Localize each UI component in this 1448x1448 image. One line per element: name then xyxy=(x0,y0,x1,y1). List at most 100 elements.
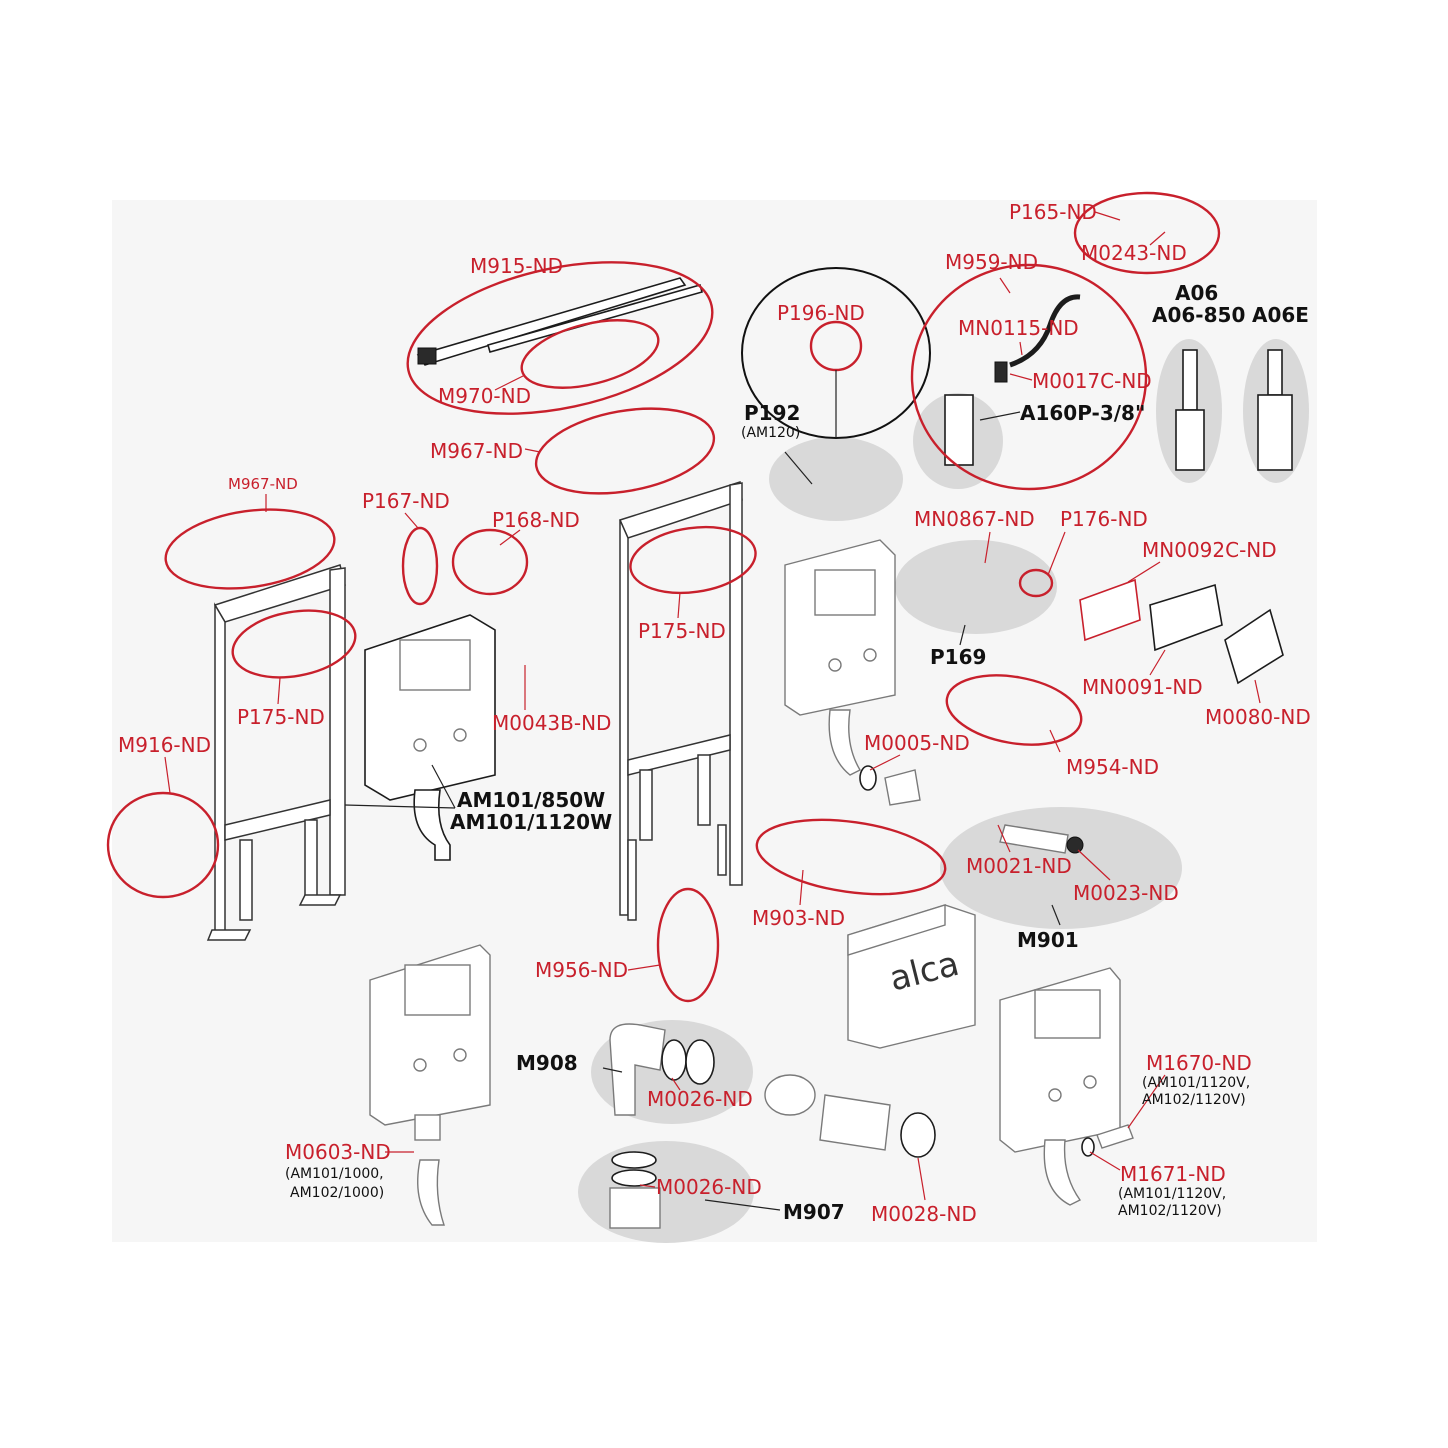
cistern-center xyxy=(784,539,896,776)
cistern-am101-1120v xyxy=(999,967,1121,1206)
label-mn0867: MN0867-ND xyxy=(914,507,1035,531)
label-p169: P169 xyxy=(930,645,986,669)
label-mn0091: MN0091-ND xyxy=(1082,675,1203,699)
cistern-am101-850w xyxy=(364,614,496,861)
mn0091-leader xyxy=(1149,649,1166,676)
label-m907: M907 xyxy=(783,1200,845,1224)
label-am101-850w: AM101/850W xyxy=(457,788,605,812)
label-a06: A06 xyxy=(1175,281,1218,305)
label-m0603-note-1: (AM101/1000, xyxy=(285,1166,384,1182)
label-m1671-note-2: AM102/1120V) xyxy=(1118,1203,1222,1219)
m0028-pipe xyxy=(764,1074,936,1158)
label-m1670-note-2: AM102/1120V) xyxy=(1142,1092,1246,1108)
label-m0080: M0080-ND xyxy=(1205,705,1311,729)
m0005-pipe xyxy=(859,765,921,806)
m908-bend xyxy=(609,1023,715,1116)
label-m1670: M1670-ND xyxy=(1146,1051,1252,1075)
m956-ring xyxy=(656,887,720,1003)
mn0092c-frame xyxy=(1079,578,1141,642)
m967-leader xyxy=(524,448,541,453)
mn0092c-leader xyxy=(1127,561,1161,583)
label-a06e: A06E xyxy=(1252,303,1309,327)
label-a06-850: A06-850 xyxy=(1152,303,1245,327)
m0028-leader xyxy=(917,1157,926,1201)
a160p-fill-valve xyxy=(944,294,1081,466)
label-m954: M954-ND xyxy=(1066,755,1159,779)
m0243-leader xyxy=(1149,231,1166,246)
label-m908: M908 xyxy=(516,1051,578,1075)
m0026-a-leader xyxy=(671,1077,681,1091)
m959-ring xyxy=(910,263,1148,491)
a160p-leader xyxy=(979,411,1021,421)
m901-leader xyxy=(1051,904,1061,926)
p175-left-ring xyxy=(231,609,357,679)
am101-leader-cistern xyxy=(431,764,456,809)
p175-mid-ring xyxy=(629,525,757,595)
m908-leader xyxy=(602,1067,623,1073)
label-m916: M916-ND xyxy=(118,733,211,757)
label-m0023: M0023-ND xyxy=(1073,881,1179,905)
label-mn0092c: MN0092C-ND xyxy=(1142,538,1277,562)
m0021-pipe xyxy=(999,824,1069,854)
p175-left-leader xyxy=(277,677,281,705)
am101-leader-frame xyxy=(344,804,456,809)
p168-leader xyxy=(499,529,521,546)
cistern-am101-1000 xyxy=(369,944,491,1226)
label-p167: P167-ND xyxy=(362,489,450,513)
label-p192-note: (AM120) xyxy=(741,425,800,441)
m0080-gasket xyxy=(1224,608,1284,685)
m0026-b-leader xyxy=(639,1184,656,1188)
label-m1671: M1671-ND xyxy=(1120,1162,1226,1186)
label-p176: P176-ND xyxy=(1060,507,1148,531)
label-p175-mid: P175-ND xyxy=(638,619,726,643)
m0017c-leader xyxy=(1009,373,1033,381)
label-m1670-note-1: (AM101/1120V, xyxy=(1142,1075,1250,1091)
label-m0026-b: M0026-ND xyxy=(656,1175,762,1199)
label-m0243: M0243-ND xyxy=(1081,241,1187,265)
middle-mounting-frame xyxy=(618,481,743,921)
p169-leader xyxy=(959,624,966,646)
m0023-cap xyxy=(1066,836,1084,854)
p176-ring xyxy=(1018,568,1054,598)
label-p192: P192 xyxy=(744,401,800,425)
m1671-leader xyxy=(1089,1151,1121,1171)
label-m903: M903-ND xyxy=(752,906,845,930)
p176-leader xyxy=(1047,531,1066,576)
m0023-leader xyxy=(1077,849,1111,881)
label-m970: M970-ND xyxy=(438,384,531,408)
mn0115-leader xyxy=(1019,341,1023,356)
label-m0603: M0603-ND xyxy=(285,1140,391,1164)
m970-ring xyxy=(520,319,660,389)
a06-valve xyxy=(1175,349,1205,471)
label-m0603-note-2: AM102/1000) xyxy=(290,1185,384,1201)
p168-ring xyxy=(451,528,529,596)
label-m915: M915-ND xyxy=(470,254,563,278)
label-m959: M959-ND xyxy=(945,250,1038,274)
m1670-pipe xyxy=(1081,1124,1134,1157)
label-m967-top: M967-ND xyxy=(430,439,523,463)
label-am101-1120w: AM101/1120W xyxy=(450,810,612,834)
m0021-leader xyxy=(997,824,1011,853)
m907-coupling xyxy=(609,1151,661,1229)
m1670-leader xyxy=(1127,1074,1166,1129)
mn0091-box xyxy=(1149,583,1223,652)
p165-ring xyxy=(1073,191,1221,275)
p192-leader xyxy=(784,451,813,485)
p175-mid-leader xyxy=(677,591,681,619)
a06e-valve xyxy=(1257,349,1293,471)
label-m1671-note-1: (AM101/1120V, xyxy=(1118,1186,1226,1202)
p165-leader xyxy=(1094,211,1121,221)
m954-ring xyxy=(945,674,1083,746)
label-p168: P168-ND xyxy=(492,508,580,532)
label-p175-left: P175-ND xyxy=(237,705,325,729)
label-m0017c: M0017C-ND xyxy=(1032,369,1152,393)
label-m0026-a: M0026-ND xyxy=(647,1087,753,1111)
m903-ring xyxy=(755,818,947,896)
m916-leader xyxy=(164,756,171,794)
m954-leader xyxy=(1049,729,1061,753)
label-m0043b: M0043B-ND xyxy=(492,711,611,735)
m0080-leader xyxy=(1254,679,1261,704)
alca-cover-panel: alca xyxy=(847,904,976,1049)
label-m967-left: M967-ND xyxy=(228,475,298,493)
